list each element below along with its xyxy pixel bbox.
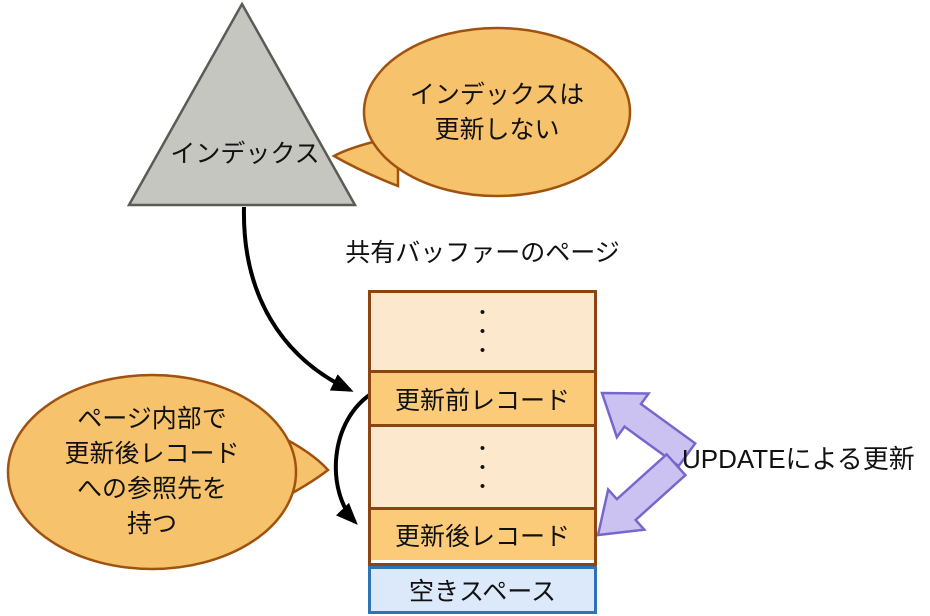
- new-record-label: 更新後レコード: [394, 523, 570, 551]
- callout-top-bubble: [362, 26, 632, 198]
- table-row: • • •: [371, 293, 594, 370]
- dots-ellipsis: • • •: [479, 304, 486, 359]
- index-triangle-label: インデックス: [170, 140, 320, 168]
- old-record-label: 更新前レコード: [394, 386, 570, 415]
- callout-left-bubble: [6, 373, 298, 571]
- table-row: • • •: [371, 424, 594, 507]
- page-title: 共有バッファーのページ: [345, 239, 620, 267]
- callout-left-text: ページ内部で 更新後レコード への参照先を 持つ: [64, 405, 240, 538]
- arrow-old-to-new-record: [333, 390, 376, 525]
- index-triangle: [126, 1, 358, 207]
- table-row: 更新後レコード: [371, 507, 594, 560]
- table-row: 更新前レコード: [371, 370, 594, 424]
- update-arrow-top-icon: [600, 391, 697, 468]
- arrow-index-to-old-record: [241, 206, 354, 392]
- dots-ellipsis: • • •: [479, 439, 486, 495]
- buffer-page-table: • • • 更新前レコード • • • 更新後レコード: [368, 290, 597, 566]
- free-space-row: 空きスペース: [368, 566, 597, 614]
- update-label: UPDATEによる更新: [682, 444, 915, 474]
- free-space-label: 空きスペース: [408, 578, 556, 606]
- update-arrow-bottom-icon: [596, 452, 688, 537]
- callout-top-text: インデックスは 更新しない: [409, 81, 585, 144]
